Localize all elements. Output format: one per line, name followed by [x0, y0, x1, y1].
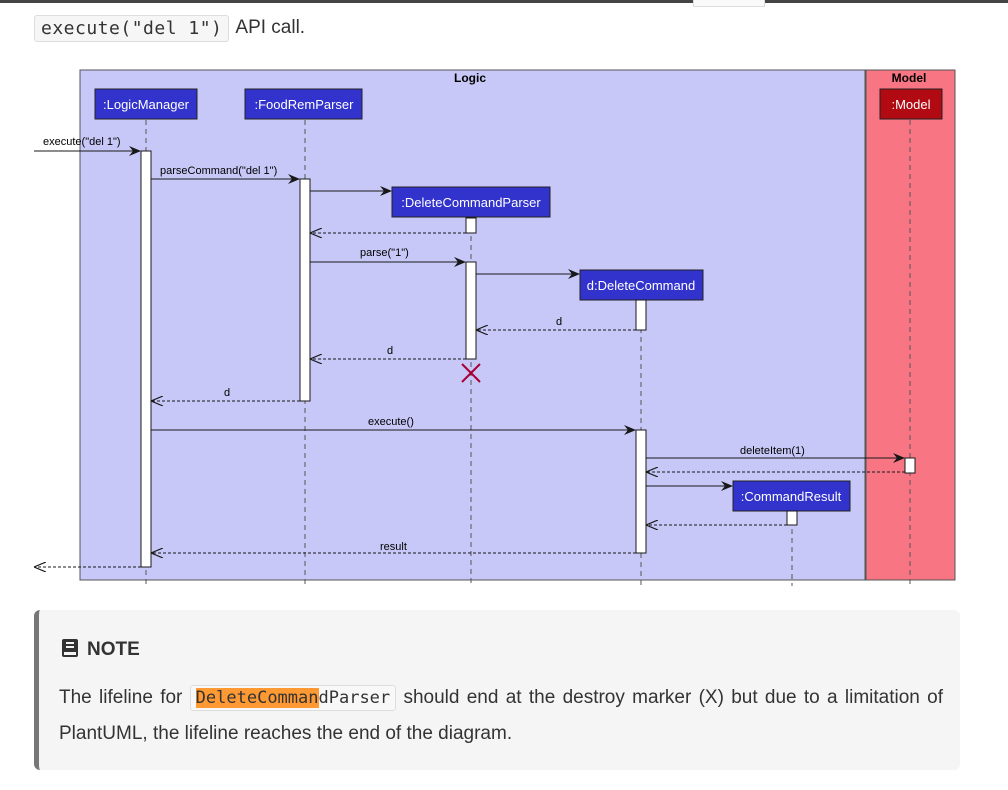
activation-command-result — [786, 510, 798, 526]
model-box — [865, 69, 956, 581]
label-result: result — [380, 541, 407, 553]
participant-parser — [244, 88, 363, 120]
participant-command-result-label: :CommandResult — [741, 489, 842, 504]
participant-model-label: :Model — [891, 97, 930, 112]
note-header: NOTE — [61, 638, 140, 662]
label-return-d2: d — [387, 345, 393, 357]
activation-delete-command-2 — [635, 429, 647, 554]
label-return-d1: d — [556, 316, 562, 328]
note-code-highlight: DeleteComman — [195, 688, 319, 708]
activation-delete-parser-1 — [465, 217, 477, 234]
participant-logic-manager — [94, 88, 198, 120]
participant-parser-label: :FoodRemParser — [255, 97, 355, 112]
participant-model — [879, 88, 943, 120]
label-return-d3: d — [224, 387, 230, 399]
top-tab — [693, 0, 765, 7]
logic-box-title: Logic — [454, 71, 486, 85]
label-execute: execute() — [368, 416, 414, 428]
note-code-rest: dParser — [318, 688, 391, 708]
sequence-diagram: Logic Model :LogicManager :FoodRemParser… — [30, 66, 960, 588]
participant-delete-parser-label: :DeleteCommandParser — [401, 195, 541, 210]
label-delete-item: deleteItem(1) — [740, 445, 805, 457]
label-execute-in: execute("del 1") — [43, 136, 121, 148]
destroy-marker — [461, 363, 481, 383]
activation-delete-command-1 — [635, 299, 647, 331]
label-parse: parse("1") — [360, 247, 409, 259]
note-body-suffix: should end at the destroy marker (X) but… — [59, 687, 944, 744]
activation-logic-manager — [140, 150, 152, 568]
participant-delete-parser — [391, 186, 551, 218]
book-icon — [61, 638, 79, 662]
intro-text: API call. — [235, 17, 306, 38]
model-box-title: Model — [892, 71, 927, 85]
intro-code: execute("del 1") — [34, 14, 230, 42]
top-border — [0, 0, 1008, 3]
activation-delete-parser-2 — [465, 261, 477, 360]
intro-line: execute("del 1") API call. — [34, 14, 305, 42]
note-code: DeleteCommandParser — [189, 685, 397, 711]
activation-parser — [299, 178, 311, 402]
participant-delete-command-label: d:DeleteCommand — [587, 278, 695, 293]
note-callout: NOTE The lifeline for DeleteCommandParse… — [34, 610, 960, 770]
label-parse-command: parseCommand("del 1") — [160, 165, 277, 177]
note-title: NOTE — [87, 639, 140, 660]
note-body: The lifeline for DeleteCommandParser sho… — [59, 680, 943, 752]
activation-model — [904, 457, 916, 474]
note-body-prefix: The lifeline for — [59, 687, 183, 708]
participant-logic-manager-label: :LogicManager — [103, 97, 190, 112]
